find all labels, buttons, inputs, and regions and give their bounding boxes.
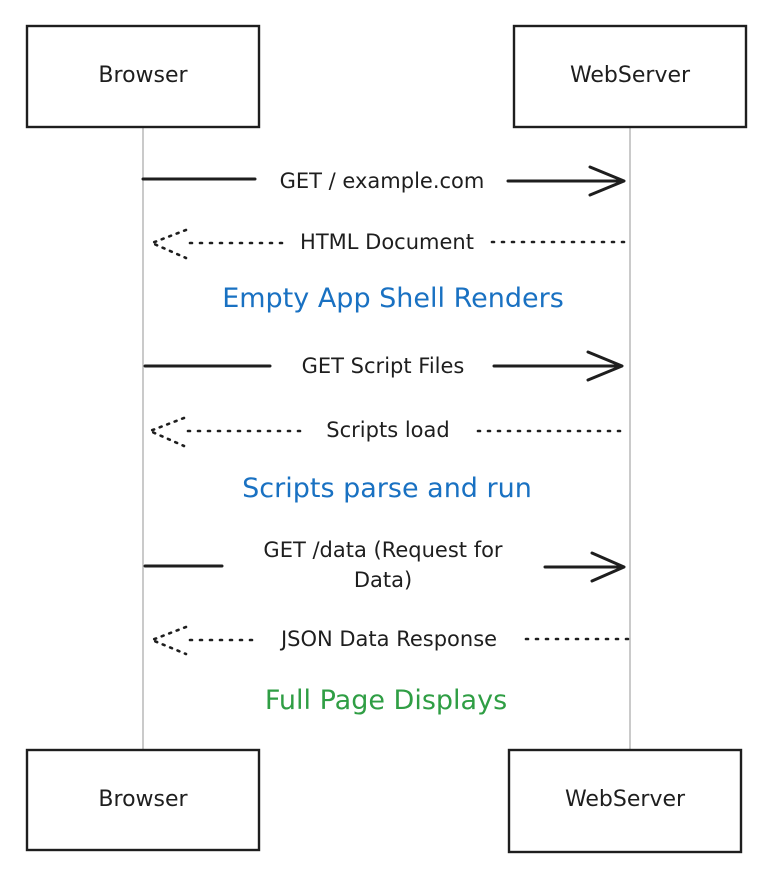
webserver-box-bottom: WebServer [507,748,743,854]
note-scripts-parse: Scripts parse and run [242,473,532,504]
browser-label-bottom: Browser [98,787,188,812]
arrow-head [590,551,626,583]
browser-box-top: Browser [25,24,261,129]
message-html-document: HTML Document [148,228,630,260]
message-get-script-files: GET Script Files [143,350,624,382]
message-label: Scripts load [326,418,449,442]
message-get-data: GET /data (Request for Data) [143,538,626,592]
message-label-line2: Data) [354,568,412,592]
message-get-example: GET / example.com [141,165,626,197]
message-label: GET / example.com [280,169,485,193]
webserver-label-top: WebServer [570,63,691,88]
browser-box-bottom: Browser [25,748,261,852]
message-label: JSON Data Response [279,627,497,651]
arrow-head [588,165,626,197]
message-label-line1: GET /data (Request for [263,538,503,562]
message-json-response: JSON Data Response [148,625,630,656]
webserver-box-top: WebServer [512,24,748,129]
note-empty-app-shell: Empty App Shell Renders [222,283,564,314]
arrow-head [148,228,188,260]
message-scripts-load: Scripts load [146,416,630,448]
webserver-label-bottom: WebServer [565,787,686,812]
message-label: GET Script Files [302,354,465,378]
browser-label-top: Browser [98,63,188,88]
arrow-head [146,416,186,448]
arrow-head [586,350,624,382]
note-full-page: Full Page Displays [265,685,507,716]
message-label: HTML Document [300,230,474,254]
arrow-head [148,625,188,656]
